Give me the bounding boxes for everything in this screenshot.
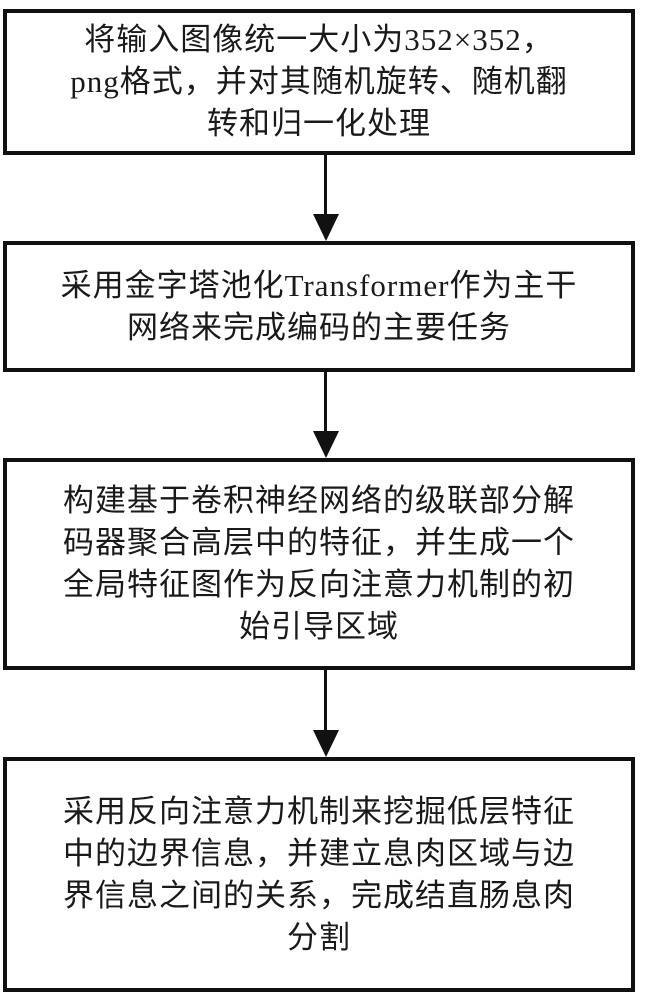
arrow-shaft [324, 155, 327, 214]
flow-step-1: 将输入图像统一大小为352×352， png格式，并对其随机旋转、随机翻 转和归… [3, 9, 635, 155]
flow-step-1-text: 将输入图像统一大小为352×352， png格式，并对其随机旋转、随机翻 转和归… [70, 22, 568, 141]
arrow-down-icon [312, 730, 339, 757]
arrow-down-icon [312, 214, 339, 241]
flow-step-4: 采用反向注意力机制来挖掘低层特征 中的边界信息，并建立息肉区域与边 界信息之间的… [3, 757, 635, 992]
flow-step-4-text: 采用反向注意力机制来挖掘低层特征 中的边界信息，并建立息肉区域与边 界信息之间的… [63, 793, 575, 955]
flow-step-2: 采用金字塔池化Transformer作为主干 网络来完成编码的主要任务 [3, 241, 635, 372]
flow-arrow-1 [312, 155, 339, 241]
flow-arrow-2 [312, 372, 339, 458]
flow-arrow-3 [312, 670, 339, 757]
flow-step-2-text: 采用金字塔池化Transformer作为主干 网络来完成编码的主要任务 [60, 267, 578, 345]
arrow-shaft [324, 372, 327, 431]
arrow-down-icon [312, 431, 339, 458]
arrow-shaft [324, 670, 327, 730]
flow-step-3: 构建基于卷积神经网络的级联部分解 码器聚合高层中的特征，并生成一个 全局特征图作… [3, 458, 635, 670]
flow-step-3-text: 构建基于卷积神经网络的级联部分解 码器聚合高层中的特征，并生成一个 全局特征图作… [63, 483, 575, 644]
